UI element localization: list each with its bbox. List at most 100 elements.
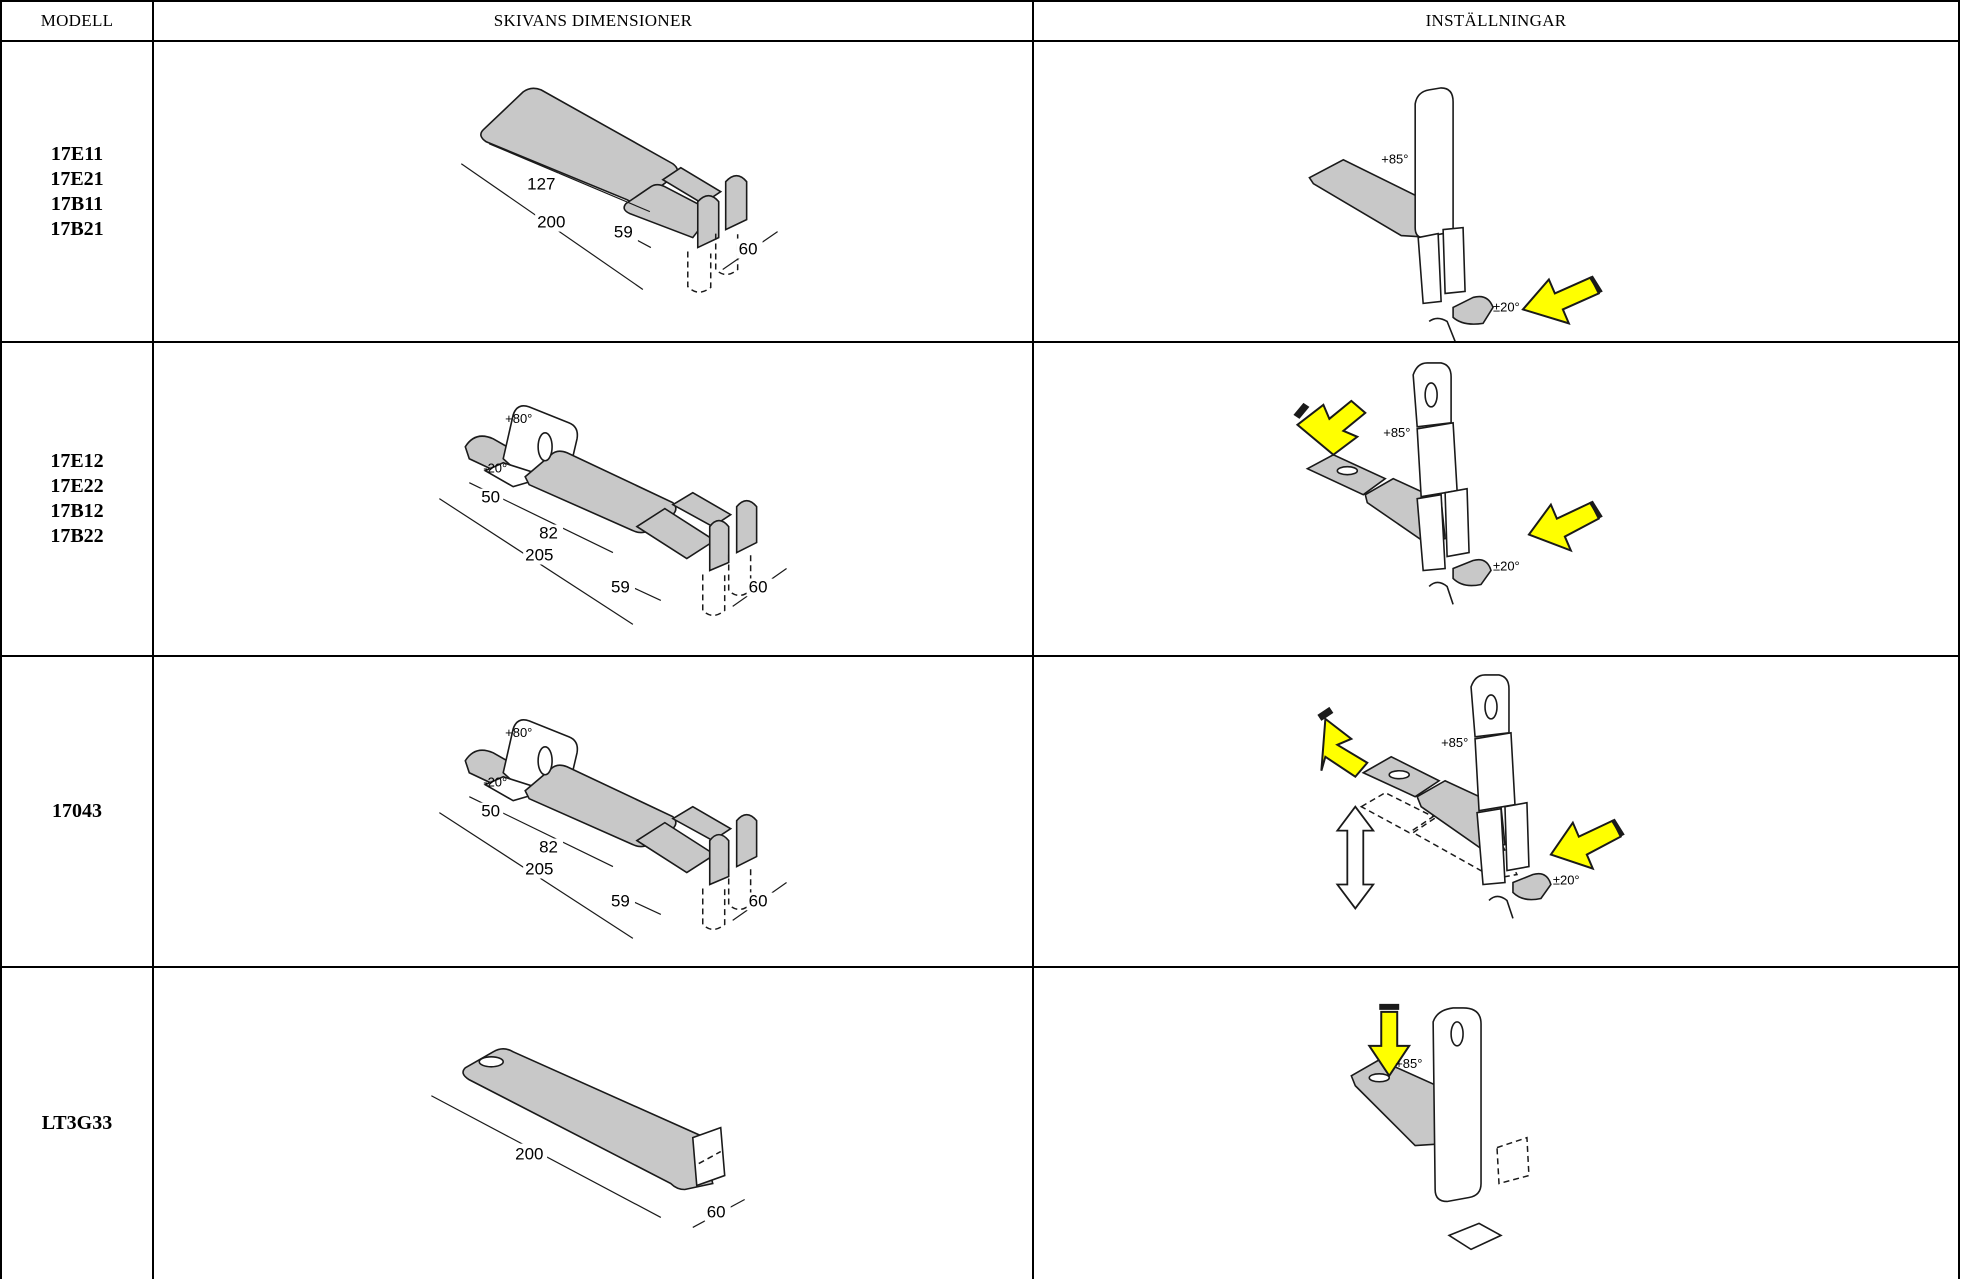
dimension-label: 50 xyxy=(481,488,500,507)
table-row: 17E12 17E22 17B12 17B22 xyxy=(0,341,1960,657)
foot-plate xyxy=(1447,1222,1503,1251)
foot-rest-left xyxy=(696,194,720,249)
dimensions-cell: +80° -20° 50 82 205 59 60 xyxy=(152,654,1034,968)
back-rest-plate xyxy=(1474,731,1516,812)
angle-label: +80° xyxy=(505,724,532,739)
back-rest-plate xyxy=(1416,422,1458,498)
model-code: 17B21 xyxy=(50,217,104,240)
dimension-label: 59 xyxy=(611,891,630,910)
table-top-plate xyxy=(1350,1058,1447,1147)
model-code: 17B12 xyxy=(50,500,104,522)
angle-label: ±20° xyxy=(1553,872,1580,887)
model-cell: 17E12 17E22 17B12 17B22 xyxy=(0,341,154,657)
dimension-label: 205 xyxy=(525,546,553,565)
model-code: 17B11 xyxy=(50,192,104,215)
vertical-adjust-icon xyxy=(1335,804,1376,910)
model-cell: LT3G33 xyxy=(0,965,154,1279)
dimension-label: 127 xyxy=(527,175,555,194)
arrow-icon xyxy=(1521,276,1601,325)
angle-label: -20° xyxy=(483,774,507,789)
arrow-tail-icon xyxy=(1317,706,1334,721)
leg-plate-upper xyxy=(671,805,733,842)
dimension-label: 82 xyxy=(539,524,558,543)
dimensions-cell: 127 200 59 60 xyxy=(152,39,1034,344)
arrow-tail-icon xyxy=(1588,500,1603,519)
settings-cell: +85° ±20° xyxy=(1032,341,1960,657)
foot-rest-piece xyxy=(1452,559,1492,587)
leg-plate-left xyxy=(1416,494,1446,572)
header-settings: INSTÄLLNINGAR xyxy=(1032,0,1960,42)
model-cell: 17E11 17E21 17B11 17B21 xyxy=(0,39,154,344)
settings-cell: +85° xyxy=(1032,965,1960,1279)
dimensions-drawing: +80° -20° 50 82 205 59 60 xyxy=(439,718,787,939)
angle-label: +85° xyxy=(1395,1056,1422,1071)
dimension-label: 60 xyxy=(749,578,768,597)
angle-label: +85° xyxy=(1441,734,1468,749)
angle-label: -20° xyxy=(483,461,507,476)
foot-rest-outline xyxy=(702,574,726,617)
dimension-label: 59 xyxy=(611,578,630,597)
table-top-plate xyxy=(480,87,679,203)
leg-plate-upper xyxy=(661,166,723,205)
dimensions-drawing: +80° -20° 50 82 205 59 60 xyxy=(439,405,787,626)
foot-rest-outline xyxy=(702,888,726,930)
angle-label: +80° xyxy=(505,411,532,426)
foot-plate xyxy=(691,1126,726,1187)
foot-rest-piece xyxy=(1512,872,1552,901)
dimensions-drawing: 200 60 xyxy=(431,1048,745,1228)
table-top-plate xyxy=(462,1048,714,1191)
foot-rest-right xyxy=(724,174,748,231)
dimensions-cell: +80° -20° 50 82 205 59 60 xyxy=(152,341,1034,657)
table-top-plate xyxy=(524,764,677,848)
model-code: 17B22 xyxy=(50,525,104,547)
header-model: MODELL xyxy=(0,0,154,42)
model-code: 17E21 xyxy=(50,167,104,190)
dimension-label: 200 xyxy=(537,213,565,232)
foot-rest-right xyxy=(735,813,758,868)
leg-plate-left xyxy=(1476,807,1506,886)
model-code: 17E11 xyxy=(50,142,104,165)
dimension-label: 82 xyxy=(539,837,558,856)
foot-rest-piece xyxy=(1428,317,1456,342)
foot-rest-outline xyxy=(714,233,739,276)
arrow-tail-icon xyxy=(1588,275,1603,294)
arrow-icon xyxy=(1367,1010,1412,1078)
table-row: LT3G33 200 60 xyxy=(0,965,1960,1279)
table-row: 17043 xyxy=(0,654,1960,968)
model-cell: 17043 xyxy=(0,654,154,968)
settings-drawing: +85° ±20° xyxy=(1293,362,1603,606)
back-rest-plate xyxy=(1414,87,1454,239)
arrow-tail-icon xyxy=(1379,1003,1400,1010)
foot-rest-outline xyxy=(687,251,712,293)
dimension-label: 200 xyxy=(515,1145,543,1164)
arrow-icon xyxy=(1549,818,1623,870)
model-code: 17E22 xyxy=(50,475,104,497)
header-dimensions: SKIVANS DIMENSIONER xyxy=(152,0,1034,42)
angle-label: +85° xyxy=(1381,152,1408,167)
settings-drawing: +85° ±20° xyxy=(1308,87,1603,342)
settings-drawing: +85° ±20° xyxy=(1317,673,1625,919)
dimension-label: 60 xyxy=(739,240,758,259)
foot-rest-piece xyxy=(1428,582,1454,606)
foot-rest-left xyxy=(708,833,730,886)
arrow-icon xyxy=(1295,399,1367,457)
dimension-label: 50 xyxy=(481,801,500,820)
dimension-label: 60 xyxy=(749,891,768,910)
settings-drawing: +85° xyxy=(1350,1003,1530,1251)
foot-rest-piece xyxy=(1452,295,1494,325)
model-code: 17E12 xyxy=(50,450,104,472)
leg-plate-right xyxy=(1444,488,1470,558)
dimensions-drawing: 127 200 59 60 xyxy=(460,87,778,293)
arrow-icon xyxy=(1320,716,1369,778)
back-rest-plate xyxy=(1432,1007,1482,1203)
leg-plate-right xyxy=(1504,801,1530,872)
arrow-tail-icon xyxy=(1293,403,1310,420)
header-row: MODELL SKIVANS DIMENSIONER INSTÄLLNINGAR xyxy=(0,0,1960,42)
leg-plate-upper xyxy=(671,492,733,528)
angle-label: +85° xyxy=(1383,425,1410,440)
arrow-icon xyxy=(1527,501,1601,553)
angle-label: ±20° xyxy=(1493,559,1520,574)
arrow-tail-icon xyxy=(1610,818,1625,837)
angle-label: ±20° xyxy=(1493,299,1520,314)
